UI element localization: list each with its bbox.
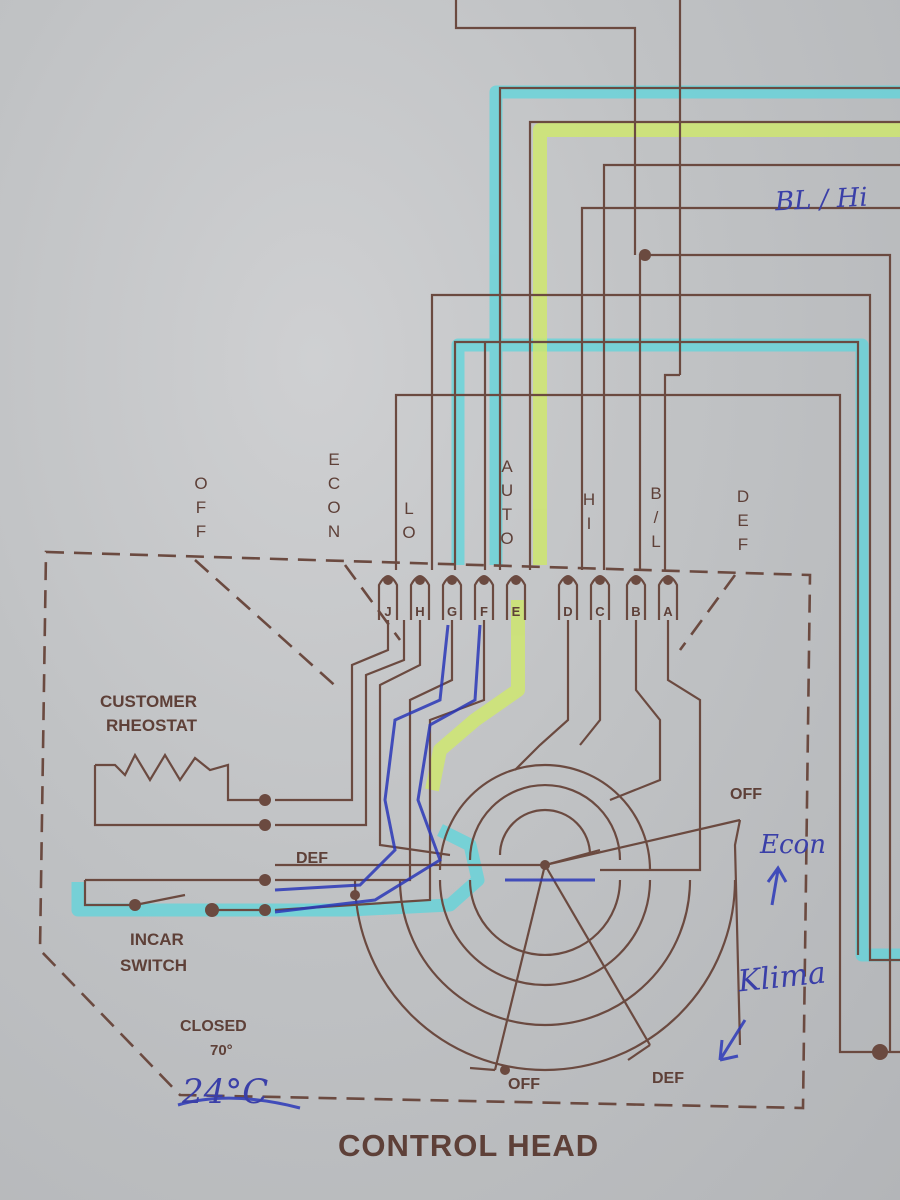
incar-switch-symbol: [83, 878, 265, 912]
customer-rheostat-label-2: RHEOSTAT: [106, 716, 197, 735]
pin-label: A: [663, 604, 673, 619]
pin-terminal-dot: [663, 575, 673, 585]
pin-label: D: [563, 604, 573, 619]
cyan-highlight: [71, 85, 900, 962]
closed-label-2: 70°: [210, 1042, 233, 1059]
pin-terminal-dot: [511, 575, 521, 585]
yellow-highlight: [425, 123, 900, 792]
handwritten-temp: 24°C: [182, 1072, 269, 1112]
rheostat-symbol: [93, 752, 265, 827]
pin-label: H: [415, 604, 425, 619]
pin-label: E: [511, 604, 521, 619]
switch-harness: [274, 620, 702, 912]
pin-terminal-dot: [383, 575, 393, 585]
pin-label: F: [480, 604, 488, 619]
pin-label: B: [631, 604, 641, 619]
control-head-outline: [38, 550, 812, 1110]
rotary-switch: [275, 763, 742, 1072]
control-head-title: CONTROL HEAD: [338, 1128, 600, 1163]
def-bottom-label: DEF: [652, 1070, 684, 1087]
switch-pivot: [540, 860, 550, 870]
handwritten-econ: Econ: [760, 830, 826, 860]
wire-harness: [394, 0, 900, 1054]
incar-switch-label-2: SWITCH: [120, 956, 188, 975]
pin-terminal-dot: [479, 575, 489, 585]
connector-block: [377, 575, 679, 620]
pin-terminal-dot: [447, 575, 457, 585]
handwritten-bl-hi: BL / Hi: [774, 182, 869, 218]
customer-rheostat-label-1: CUSTOMER: [100, 692, 197, 711]
mode-label-bl: B/L: [650, 484, 662, 551]
pin-label: C: [595, 604, 605, 619]
def-mid-label: DEF: [296, 850, 328, 867]
terminal-dots: [129, 249, 888, 1075]
pin-terminal-dot: [595, 575, 605, 585]
off-bottom-label: OFF: [508, 1076, 540, 1093]
pin-terminal-dot: [415, 575, 425, 585]
pin-terminal-dot: [563, 575, 573, 585]
pin-label: J: [384, 604, 392, 619]
pen-marks: [177, 624, 788, 1110]
pin-label: G: [446, 604, 458, 619]
off-right-label: OFF: [730, 786, 762, 803]
closed-label-1: CLOSED: [180, 1018, 247, 1035]
pin-terminal-dot: [631, 575, 641, 585]
incar-switch-label-1: INCAR: [130, 930, 184, 949]
